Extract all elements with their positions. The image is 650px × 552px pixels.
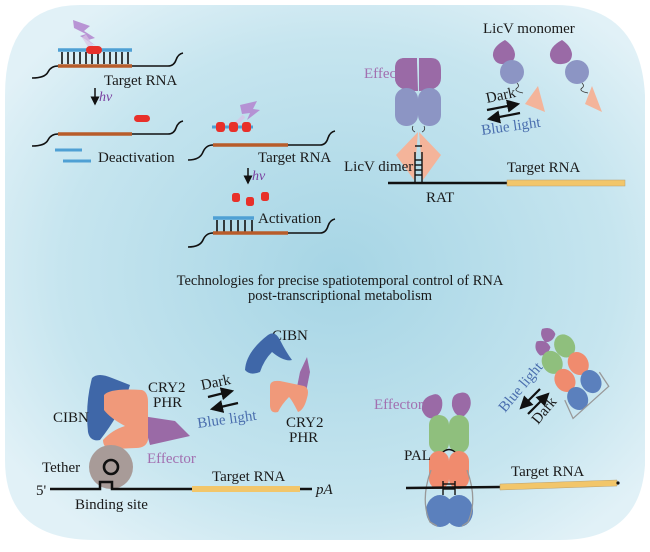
poly-a-label: pA (315, 482, 334, 498)
background-panel (5, 5, 645, 540)
cibn-label-free: CIBN (272, 328, 308, 344)
tether-label: Tether (42, 460, 80, 476)
pal-label: PAL (404, 448, 431, 464)
forward-arrow (207, 387, 235, 401)
rna-flank (132, 120, 184, 135)
rna-flank (132, 52, 184, 67)
panel-licv: LicV monomer Effector (344, 21, 626, 206)
cibn-label-bound: CIBN (53, 410, 89, 426)
effector-label: Effector (147, 451, 196, 467)
hv-label: hv (99, 90, 113, 105)
deactivation-label: Deactivation (98, 150, 175, 166)
panel-cry2-cibn: CIBN CRY2 PHR Dark Blue light CRY2 PHR C… (36, 328, 334, 513)
base-pairs (61, 52, 129, 64)
rat-hairpin (414, 145, 423, 182)
target-rna-label: Target RNA (507, 160, 580, 176)
rna-end (616, 481, 620, 485)
light-bolt-icon (240, 101, 260, 120)
pal-dimer (421, 392, 474, 527)
panel-pal: Blue light Dark Effector PAL (374, 328, 620, 527)
effector-label: Effector (374, 397, 423, 413)
licv-monomer (549, 40, 602, 112)
target-rna-bar (192, 486, 300, 492)
pal-monomer-free (535, 328, 610, 420)
tether-ring (102, 458, 120, 476)
cibn-free (245, 333, 292, 374)
rna-flank (288, 130, 336, 146)
target-rna-label: Target RNA (104, 73, 177, 89)
target-rna-bar (499, 479, 618, 491)
released-cage (134, 115, 150, 122)
reverse-arrow (519, 388, 541, 410)
licv-monomer (492, 40, 545, 112)
binding-site-label: Binding site (75, 497, 148, 513)
cry2-free (270, 380, 308, 413)
cry2-label-bound-line1: CRY2 (148, 380, 186, 396)
rna-flank (31, 133, 59, 147)
effector-free (296, 357, 310, 392)
cry2-label-free-line1: CRY2 (286, 415, 324, 431)
cry2-label-free-line2: PHR (289, 430, 318, 446)
released-cage (246, 197, 254, 206)
rna-flank (31, 65, 59, 79)
photocage-group (242, 122, 251, 132)
target-rna-label: Target RNA (212, 469, 285, 485)
licv-monomer-label: LicV monomer (483, 21, 575, 37)
figure-title-line1: Technologies for precise spatiotemporal … (177, 273, 504, 289)
target-rna-bar (506, 179, 626, 187)
five-prime-label: 5' (36, 483, 47, 499)
forward-arrow (486, 99, 521, 113)
licv-dimer-label: LicV dimer (344, 159, 413, 175)
base-pairs (216, 220, 253, 232)
light-beam (234, 114, 246, 126)
rna-flank (288, 218, 336, 234)
activation-label: Activation (258, 211, 322, 227)
forward-arrow (527, 392, 550, 415)
panel-photocaged-oligo: Target RNA hv Deactivation Target RNA hv (31, 20, 336, 248)
rat-label: RAT (426, 190, 454, 206)
reverse-arrow (486, 110, 521, 124)
target-rna-label-2: Target RNA (258, 150, 331, 166)
photocage-group (229, 122, 238, 132)
hv-label-2: hv (252, 169, 266, 184)
tether (89, 445, 133, 489)
target-rna-label: Target RNA (511, 464, 584, 480)
reverse-arrow (209, 400, 239, 413)
released-cage (232, 193, 240, 202)
effector-bound (142, 416, 190, 445)
licv-dimer (395, 58, 441, 182)
released-cage (261, 192, 269, 201)
rna-backbone (405, 485, 501, 490)
rna-backbone (50, 480, 192, 491)
figure-title-line2: post-transcriptional metabolism (248, 288, 433, 304)
light-bolt-icon (73, 20, 96, 46)
rna-flank (187, 144, 214, 161)
rna-flank (187, 232, 214, 248)
photocage-group (86, 46, 102, 54)
photocage-group (216, 122, 225, 132)
cry2-label-bound-line2: PHR (153, 395, 182, 411)
cry2-bound (103, 389, 148, 449)
